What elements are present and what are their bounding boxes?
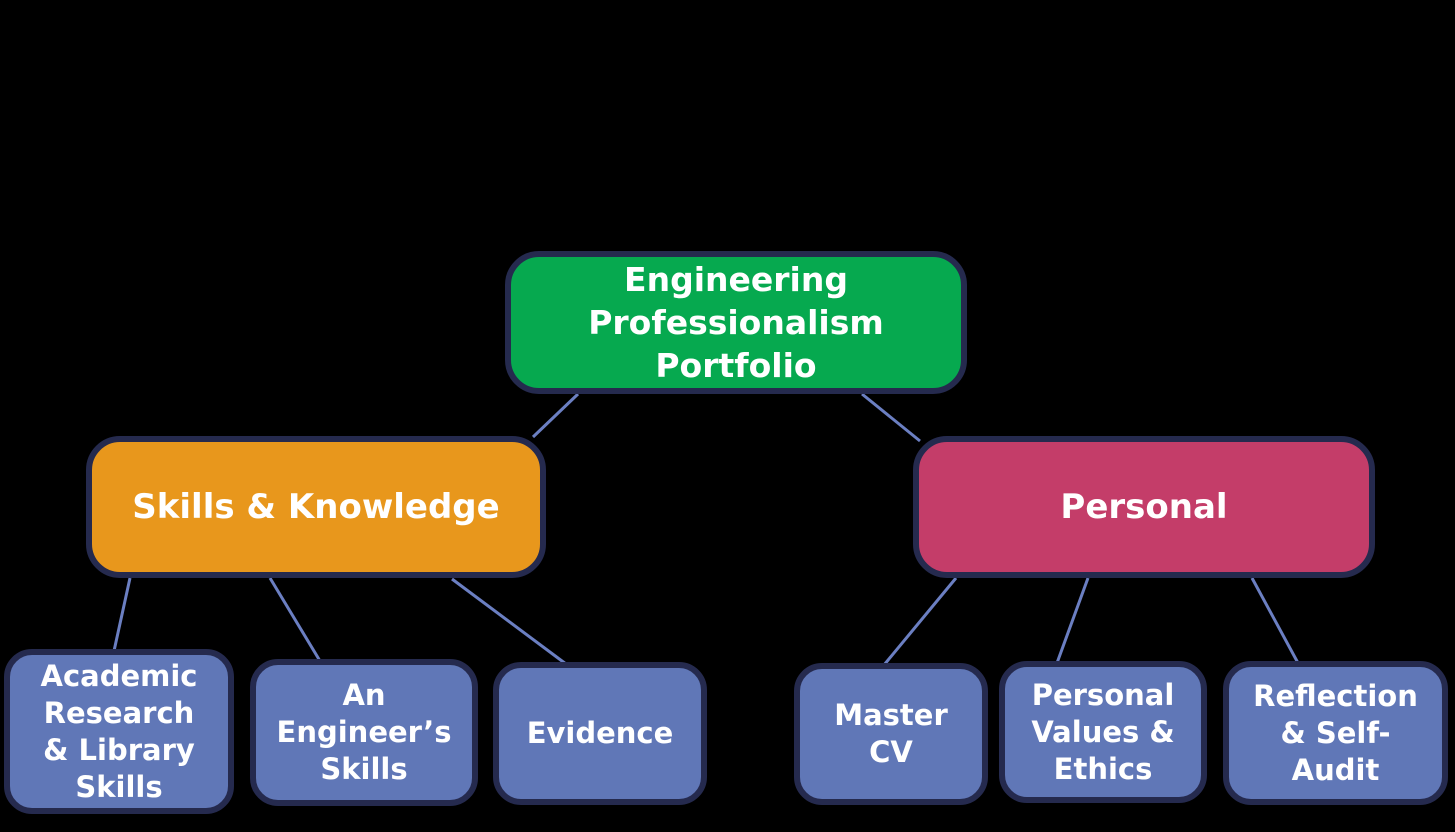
node-an-engineers-skills[interactable]: An Engineer’s Skills [250,659,478,806]
node-label: Personal Values & Ethics [1031,677,1175,786]
node-evidence[interactable]: Evidence [493,662,707,805]
edge-personal-reflection [1250,577,1300,664]
node-personal[interactable]: Personal [913,436,1375,578]
edge-skills-evidence [451,577,567,666]
edge-skills-academic [112,577,132,652]
edge-root-skills [531,392,580,439]
node-label: Personal [1060,487,1228,527]
edge-skills-engineers [268,577,322,662]
node-label: Engineering Professionalism Portfolio [588,260,884,385]
node-academic-research-library-skills[interactable]: Academic Research & Library Skills [4,649,234,814]
node-label: Skills & Knowledge [132,487,500,527]
node-label: Master CV [834,698,948,769]
edge-root-personal [861,392,921,443]
node-engineering-professionalism-portfolio[interactable]: Engineering Professionalism Portfolio [505,251,967,394]
edge-personal-master-cv [882,577,958,666]
node-label: Academic Research & Library Skills [40,658,198,804]
node-label: An Engineer’s Skills [276,678,452,786]
node-master-cv[interactable]: Master CV [794,663,988,805]
node-skills-and-knowledge[interactable]: Skills & Knowledge [86,436,546,578]
node-label: Reflection & Self- Audit [1253,678,1418,787]
node-reflection-self-audit[interactable]: Reflection & Self- Audit [1223,661,1448,805]
node-personal-values-ethics[interactable]: Personal Values & Ethics [999,661,1207,803]
node-label: Evidence [526,716,674,750]
edge-personal-values [1055,577,1090,664]
